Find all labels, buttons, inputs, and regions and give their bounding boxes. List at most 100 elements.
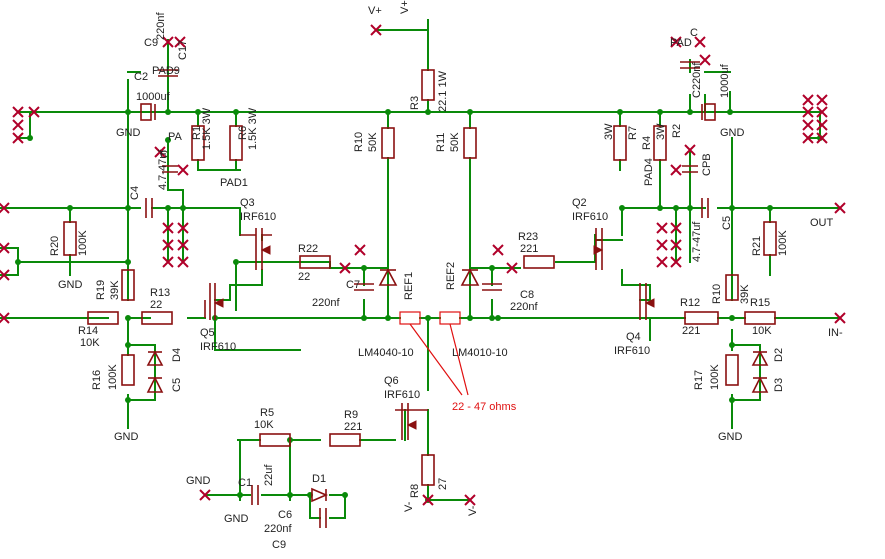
label-c17: C17	[177, 40, 189, 60]
label-r17-value: 100K	[709, 364, 721, 390]
label-q4-value: IRF610	[614, 345, 650, 357]
label-r19: R19	[95, 280, 107, 300]
label-pad4: PAD4	[643, 158, 655, 186]
label-r22: R22	[298, 243, 318, 255]
label-c2-value: 1000uf	[136, 91, 171, 103]
label-q2: Q2	[572, 197, 587, 209]
label-c2: C2	[134, 71, 148, 83]
label-lm4040-a: LM4040-10	[358, 347, 414, 359]
label-r16-value: 100K	[107, 364, 119, 390]
label-c7-value: 220nf	[312, 297, 340, 309]
label-vminus-b: V-	[467, 505, 479, 516]
label-q5-value: IRF610	[200, 341, 236, 353]
label-r7: R7	[627, 126, 639, 140]
label-c-right: C	[690, 27, 698, 39]
label-q2-value: IRF610	[572, 211, 608, 223]
label-c5-right-value: 4.7-47uf	[691, 221, 703, 262]
label-c9-top: C9	[144, 37, 158, 49]
label-q3-value: IRF610	[240, 211, 276, 223]
junctions	[15, 109, 823, 503]
label-r20-value: 100K	[77, 230, 89, 256]
label-pa: PA	[168, 131, 183, 143]
label-r21-value: 100K	[777, 230, 789, 256]
label-r8: R8	[409, 484, 421, 498]
label-r10-mid: R10	[353, 132, 365, 152]
label-ref2: REF2	[445, 262, 457, 290]
label-r5-value: 10K	[254, 419, 274, 431]
label-c9-top-value: 220nf	[155, 12, 167, 40]
label-out: OUT	[810, 217, 834, 229]
label-r11: R11	[435, 133, 447, 152]
label-c6: C6	[278, 509, 292, 521]
label-gnd-br: GND	[718, 431, 743, 443]
label-pad1: PAD1	[220, 177, 248, 189]
label-c-left: C	[160, 149, 168, 161]
label-r23-value: 221	[520, 243, 538, 255]
label-in-minus: IN-	[828, 327, 843, 339]
label-ref1: REF1	[403, 272, 415, 300]
label-c4-value: 4.7-47uf	[157, 149, 169, 190]
label-r23: R23	[518, 231, 538, 243]
label-r21: R21	[751, 236, 763, 256]
label-vplus-b: V+	[399, 0, 411, 14]
label-1000uf: 1000uf	[719, 63, 731, 98]
label-r1-value: 1.5K 3W	[201, 107, 213, 150]
label-r10-mid-value: 50K	[367, 132, 379, 152]
label-r1: R1	[191, 126, 203, 140]
label-lm4040-b: LM4010-10	[452, 347, 508, 359]
label-resistor-note: 22 - 47 ohms	[452, 401, 517, 413]
label-r20: R20	[49, 236, 61, 256]
label-r8-value: 27	[437, 478, 449, 490]
label-c4: C4	[129, 186, 141, 200]
label-r14: R14	[78, 325, 98, 337]
label-gnd-b: GND	[186, 475, 211, 487]
label-d3: D3	[773, 378, 785, 392]
label-cpb: CPB	[701, 153, 713, 176]
label-c5-left: C5	[171, 378, 183, 392]
components	[63, 61, 777, 528]
label-q6: Q6	[384, 375, 399, 387]
label-c220nf: C220nf	[691, 62, 703, 98]
label-r2: R2	[671, 124, 683, 138]
label-r12-value: 221	[682, 325, 700, 337]
label-r6-value: 1.5K 3W	[247, 107, 259, 150]
label-c8: C8	[520, 289, 534, 301]
label-gnd-tr: GND	[720, 127, 745, 139]
label-r13: R13	[150, 287, 170, 299]
label-3w-b: 3W	[655, 123, 667, 140]
label-pad-right: PAD	[670, 37, 692, 49]
label-q6-value: IRF610	[384, 389, 420, 401]
label-gnd-tl: GND	[116, 127, 141, 139]
label-r17: R17	[693, 370, 705, 390]
label-r16: R16	[91, 370, 103, 390]
label-c5-right: C5	[721, 216, 733, 230]
label-r10-right: R10	[711, 284, 723, 304]
label-d4: D4	[171, 348, 183, 362]
label-c9: C9	[272, 539, 286, 551]
label-r6: R6	[237, 126, 249, 140]
label-r19-value: 39K	[109, 280, 121, 300]
label-r9-value: 221	[344, 421, 362, 433]
label-vplus-a: V+	[368, 5, 382, 17]
label-vminus-a: V-	[403, 501, 415, 512]
label-r22-value: 22	[298, 271, 310, 283]
label-r11-value: 50K	[449, 132, 461, 152]
label-r12: R12	[680, 297, 700, 309]
label-r15: R15	[750, 297, 770, 309]
label-r10-right-value: 39K	[739, 284, 751, 304]
label-c1: C1	[238, 477, 252, 489]
label-c7: C7	[346, 279, 360, 291]
label-gnd-bl: GND	[114, 431, 139, 443]
label-d2: D2	[773, 348, 785, 362]
label-r5: R5	[260, 407, 274, 419]
label-r14-value: 10K	[80, 337, 100, 349]
label-r15-value: 10K	[752, 325, 772, 337]
label-d1: D1	[312, 473, 326, 485]
label-c1-value: 22uf	[263, 464, 275, 486]
label-3w-a: 3W	[603, 123, 615, 140]
label-pad9: PAD9	[152, 65, 180, 77]
wires	[0, 19, 841, 519]
label-q5: Q5	[200, 327, 215, 339]
labels: V+ V+ R3 22.1 1W C9 220nf C17 C2 1000uf …	[49, 0, 843, 551]
